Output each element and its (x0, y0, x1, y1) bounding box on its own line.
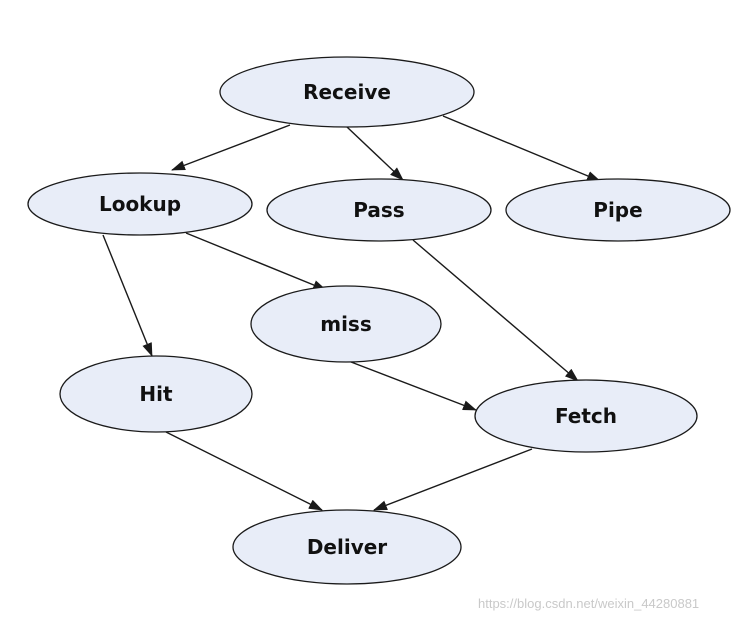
node-pipe-label: Pipe (593, 198, 642, 222)
node-fetch: Fetch (474, 379, 698, 453)
node-pipe: Pipe (505, 178, 731, 242)
node-receive: Receive (219, 56, 475, 128)
node-fetch-label: Fetch (555, 404, 617, 428)
edges-group (102, 115, 601, 511)
arrow-pass-fetch (412, 239, 579, 382)
arrow-receive-pipe (442, 115, 601, 182)
node-deliver: Deliver (232, 509, 462, 585)
node-receive-label: Receive (303, 80, 391, 104)
node-lookup-label: Lookup (99, 192, 181, 216)
arrow-fetch-deliver (373, 448, 533, 511)
node-miss-label: miss (320, 312, 372, 336)
node-hit-label: Hit (139, 382, 173, 406)
node-pass: Pass (266, 178, 492, 242)
arrow-receive-pass (346, 126, 404, 181)
arrow-lookup-miss (185, 232, 327, 291)
arrow-lookup-hit (102, 234, 153, 357)
node-hit: Hit (59, 355, 253, 433)
arrow-miss-fetch (350, 361, 477, 411)
node-lookup: Lookup (27, 172, 253, 236)
arrow-hit-deliver (165, 431, 323, 511)
arrow-receive-lookup (171, 124, 291, 171)
watermark-url: https://blog.csdn.net/weixin_44280881 (478, 596, 700, 611)
node-miss: miss (250, 285, 442, 363)
node-deliver-label: Deliver (307, 535, 387, 559)
node-pass-label: Pass (353, 198, 404, 222)
